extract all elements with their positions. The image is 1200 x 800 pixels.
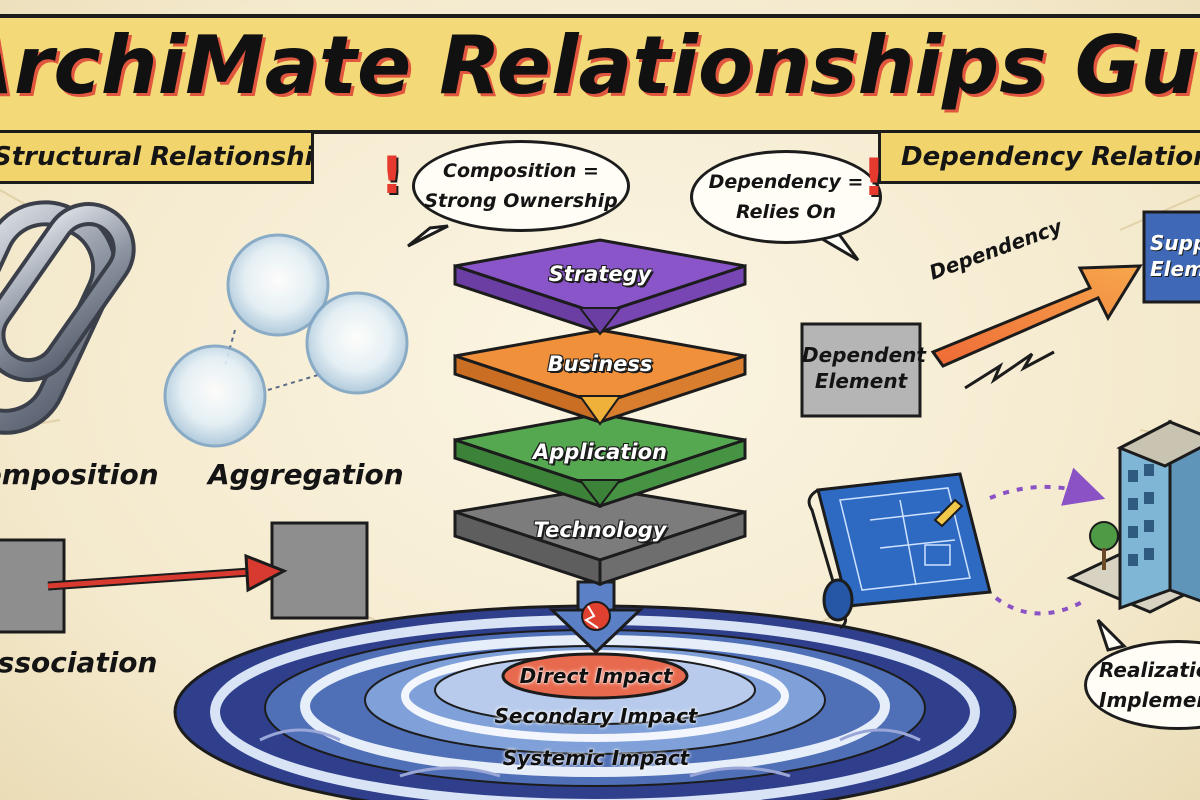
supplier-element-box bbox=[1142, 210, 1200, 304]
exclamation-icon: ! bbox=[380, 146, 404, 206]
impact-label-systemic: Systemic Impact bbox=[502, 746, 690, 770]
section-label-structural: Structural Relationships bbox=[0, 130, 314, 184]
impact-label-direct: Direct Impact bbox=[519, 664, 673, 688]
supplier-element-line1: Supplier bbox=[1150, 231, 1200, 255]
supplier-element-label: Supplier Element bbox=[1150, 230, 1200, 282]
dependent-element-label: Dependent Element bbox=[802, 342, 926, 394]
composition-label: Composition bbox=[0, 458, 159, 491]
impact-label-secondary: Secondary Impact bbox=[494, 704, 698, 728]
layer-label-strategy: Strategy bbox=[548, 262, 652, 286]
aggregation-label: Aggregation bbox=[208, 458, 404, 491]
layer-label-technology: Technology bbox=[533, 518, 667, 542]
realization-arrow-bottom bbox=[994, 596, 1087, 616]
layer-stack bbox=[453, 238, 747, 587]
layer-label-business: Business bbox=[547, 352, 653, 376]
building-icon bbox=[1066, 419, 1200, 614]
composition-callout-line2: Strong Ownership bbox=[424, 190, 618, 212]
bubble-group-icon bbox=[163, 233, 409, 448]
realization-callout-line1: Realization = bbox=[1099, 658, 1200, 682]
exclamation-icon: ! bbox=[862, 148, 886, 208]
realization-arrow-top bbox=[989, 467, 1106, 506]
dependency-arrow bbox=[930, 264, 1143, 390]
composition-callout-line1: Composition = bbox=[443, 160, 599, 182]
page-title: ArchiMate Relationships Guide bbox=[0, 19, 1200, 112]
title-banner bbox=[0, 14, 1200, 134]
dependency-callout-line1: Dependency = bbox=[708, 171, 864, 193]
dependency-callout: Dependency = Relies On bbox=[690, 150, 882, 244]
association-diagram bbox=[0, 521, 369, 634]
dependent-element-line1: Dependent bbox=[802, 343, 926, 367]
ripple-icon bbox=[173, 604, 1017, 800]
dependency-callout-line2: Relies On bbox=[735, 201, 837, 223]
dependent-element-box bbox=[800, 322, 922, 418]
composition-bubble-tail bbox=[407, 224, 449, 248]
blueprint-icon bbox=[807, 472, 992, 630]
realization-callout: Realization = Implements bbox=[1084, 640, 1200, 730]
association-label: Association bbox=[0, 646, 158, 679]
section-label-structural-text: Structural Relationships bbox=[0, 142, 314, 172]
realization-callout-line2: Implements bbox=[1099, 688, 1200, 712]
dependent-element-line2: Element bbox=[814, 369, 908, 393]
section-label-dependency: Dependency Relationships bbox=[878, 130, 1200, 184]
supplier-element-line2: Element bbox=[1150, 257, 1200, 281]
chain-link-icon bbox=[0, 200, 136, 435]
realization-bubble-tail bbox=[1096, 618, 1127, 652]
layer-label-application: Application bbox=[533, 440, 667, 464]
composition-callout: Composition = Strong Ownership bbox=[412, 140, 630, 232]
